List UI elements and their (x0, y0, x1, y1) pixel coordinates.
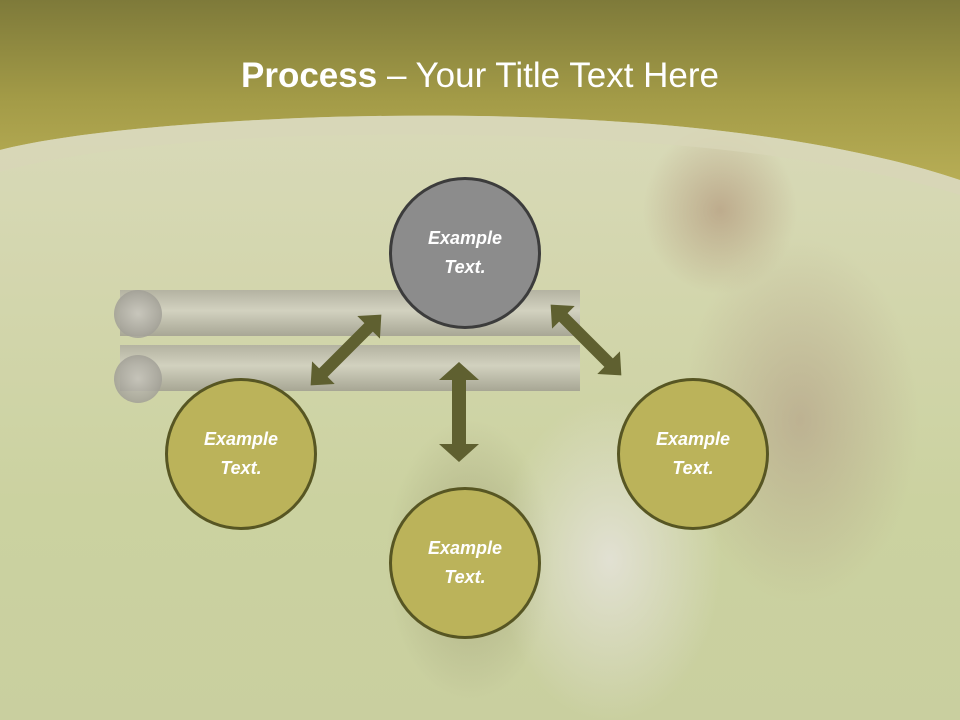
node-label: Example Text. (427, 538, 503, 587)
double-arrow-icon (550, 304, 622, 376)
gun-muzzle-lower (114, 355, 162, 403)
process-node-top[interactable]: Example Text. (389, 177, 541, 329)
node-label: Example Text. (427, 228, 503, 277)
title-bold: Process (241, 56, 378, 95)
header-banner (0, 0, 960, 195)
slide-title: Process – Your Title Text Here (0, 56, 960, 96)
gun-muzzle-upper (114, 290, 162, 338)
process-node-bottom[interactable]: Example Text. (389, 487, 541, 639)
process-node-left[interactable]: Example Text. (165, 378, 317, 530)
double-arrow-icon (439, 362, 479, 462)
title-rest: – Your Title Text Here (377, 56, 719, 95)
process-node-right[interactable]: Example Text. (617, 378, 769, 530)
node-label: Example Text. (655, 429, 731, 478)
double-arrow-icon (310, 314, 382, 386)
node-label: Example Text. (203, 429, 279, 478)
